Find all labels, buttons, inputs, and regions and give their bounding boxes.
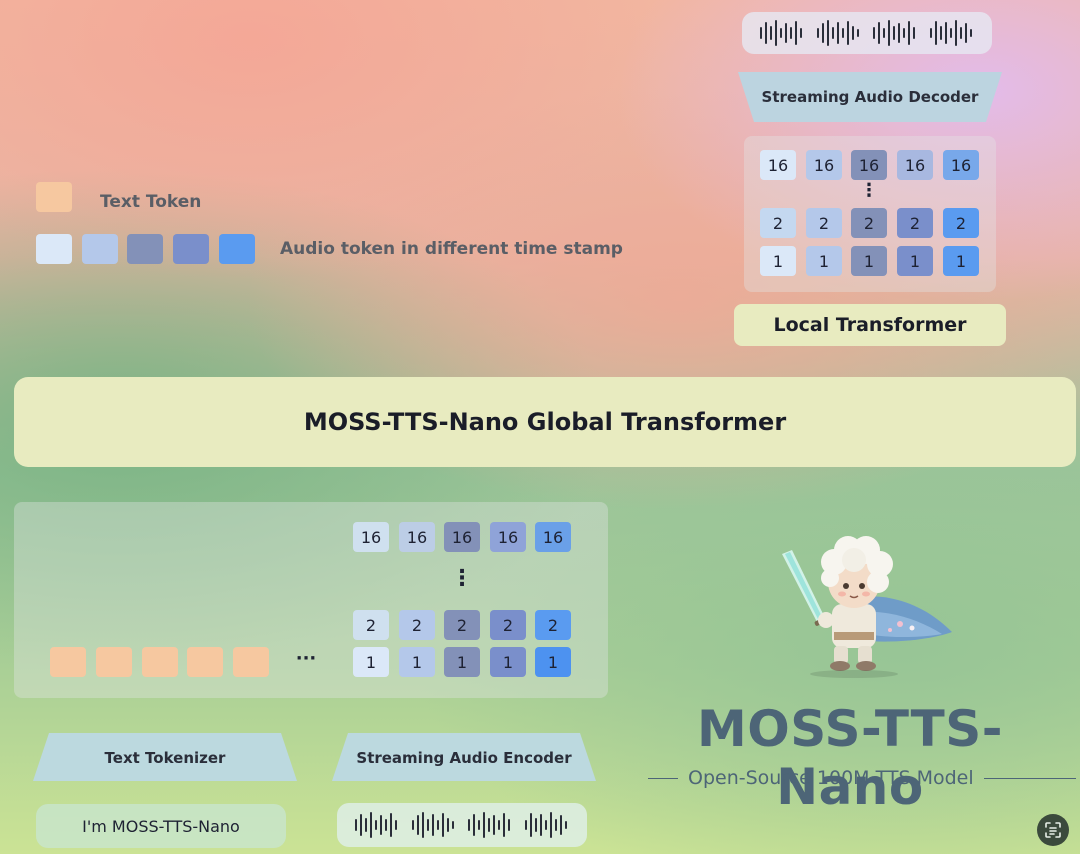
input-audio-token: 1 — [535, 647, 571, 677]
brand-subtitle: Open-Source 100M TTS Model — [688, 767, 974, 789]
legend-text-token-label: Text Token — [100, 192, 202, 212]
input-vertical-ellipsis: ⋮ — [451, 566, 473, 591]
subtitle-rule-left — [648, 777, 678, 779]
input-audio-token: 2 — [535, 610, 571, 640]
legend-audio-swatch — [36, 234, 72, 264]
decoder-token: 2 — [943, 208, 979, 238]
waveform-icon — [816, 20, 859, 46]
input-text-token — [233, 647, 269, 677]
input-waveform — [337, 803, 587, 847]
knight-mascot-icon — [770, 520, 960, 680]
decoder-token: 1 — [851, 246, 887, 276]
waveform-icon — [873, 20, 916, 46]
waveform-icon — [355, 812, 398, 838]
legend-audio-swatch — [82, 234, 118, 264]
decoder-token: 16 — [943, 150, 979, 180]
decoder-token: 2 — [806, 208, 842, 238]
input-audio-token: 2 — [490, 610, 526, 640]
decoder-token: 1 — [760, 246, 796, 276]
input-token-panel: 16 16 16 16 16 ⋮ 2 2 2 2 2 1 1 1 1 1 ··· — [14, 502, 608, 698]
decoder-token: 1 — [806, 246, 842, 276]
input-audio-token: 2 — [444, 610, 480, 640]
legend-audio-swatch — [127, 234, 163, 264]
input-audio-token: 16 — [399, 522, 435, 552]
local-transformer: Local Transformer — [734, 304, 1006, 346]
input-audio-token: 1 — [444, 647, 480, 677]
input-text-token — [187, 647, 223, 677]
input-audio-token: 2 — [399, 610, 435, 640]
streaming-audio-decoder: Streaming Audio Decoder — [738, 72, 1002, 122]
decoder-token: 2 — [851, 208, 887, 238]
decoder-token: 1 — [943, 246, 979, 276]
decoder-token: 16 — [897, 150, 933, 180]
input-text-token — [50, 647, 86, 677]
input-audio-token: 16 — [353, 522, 389, 552]
brand-subtitle-row: Open-Source 100M TTS Model — [648, 766, 1076, 790]
input-audio-token: 1 — [399, 647, 435, 677]
input-audio-token: 1 — [490, 647, 526, 677]
brand-title: MOSS-TTS-Nano — [696, 700, 1004, 816]
input-horizontal-ellipsis: ··· — [295, 648, 317, 669]
decoder-vertical-ellipsis: ⋮ — [860, 180, 878, 201]
legend: Text Token Audio token in different time… — [36, 182, 636, 272]
text-tokenizer: Text Tokenizer — [33, 733, 297, 781]
decoder-token: 2 — [760, 208, 796, 238]
scan-text-icon — [1045, 822, 1061, 838]
decoder-token: 2 — [897, 208, 933, 238]
local-transformer-label: Local Transformer — [773, 314, 967, 336]
output-waveform — [742, 12, 992, 54]
decoder-token: 16 — [806, 150, 842, 180]
scan-text-button[interactable] — [1037, 814, 1069, 846]
input-text-token — [96, 647, 132, 677]
waveform-icon — [524, 812, 567, 838]
decoder-token-panel: 16 16 16 16 16 ⋮ 2 2 2 2 2 1 1 1 1 1 — [744, 136, 996, 292]
input-audio-token: 16 — [444, 522, 480, 552]
subtitle-rule-right — [983, 777, 1076, 779]
waveform-icon — [411, 812, 454, 838]
streaming-audio-encoder: Streaming Audio Encoder — [332, 733, 596, 781]
input-audio-token: 16 — [535, 522, 571, 552]
input-text-box: I'm MOSS-TTS-Nano — [36, 804, 286, 848]
waveform-icon — [929, 20, 972, 46]
decoder-token: 16 — [851, 150, 887, 180]
streaming-audio-decoder-label: Streaming Audio Decoder — [761, 88, 979, 106]
input-audio-token: 16 — [490, 522, 526, 552]
waveform-icon — [760, 20, 803, 46]
streaming-audio-encoder-label: Streaming Audio Encoder — [356, 749, 572, 767]
legend-audio-token-label: Audio token in different time stamp — [280, 239, 623, 259]
waveform-icon — [468, 812, 511, 838]
input-text: I'm MOSS-TTS-Nano — [82, 816, 240, 836]
legend-text-token-swatch — [36, 182, 72, 212]
legend-audio-swatch — [173, 234, 209, 264]
decoder-token: 16 — [760, 150, 796, 180]
input-text-token — [142, 647, 178, 677]
legend-audio-swatch — [219, 234, 255, 264]
input-audio-token: 1 — [353, 647, 389, 677]
decoder-token: 1 — [897, 246, 933, 276]
global-transformer-label: MOSS-TTS-Nano Global Transformer — [303, 408, 787, 436]
text-tokenizer-label: Text Tokenizer — [104, 749, 226, 767]
global-transformer: MOSS-TTS-Nano Global Transformer — [14, 377, 1076, 467]
input-audio-token: 2 — [353, 610, 389, 640]
